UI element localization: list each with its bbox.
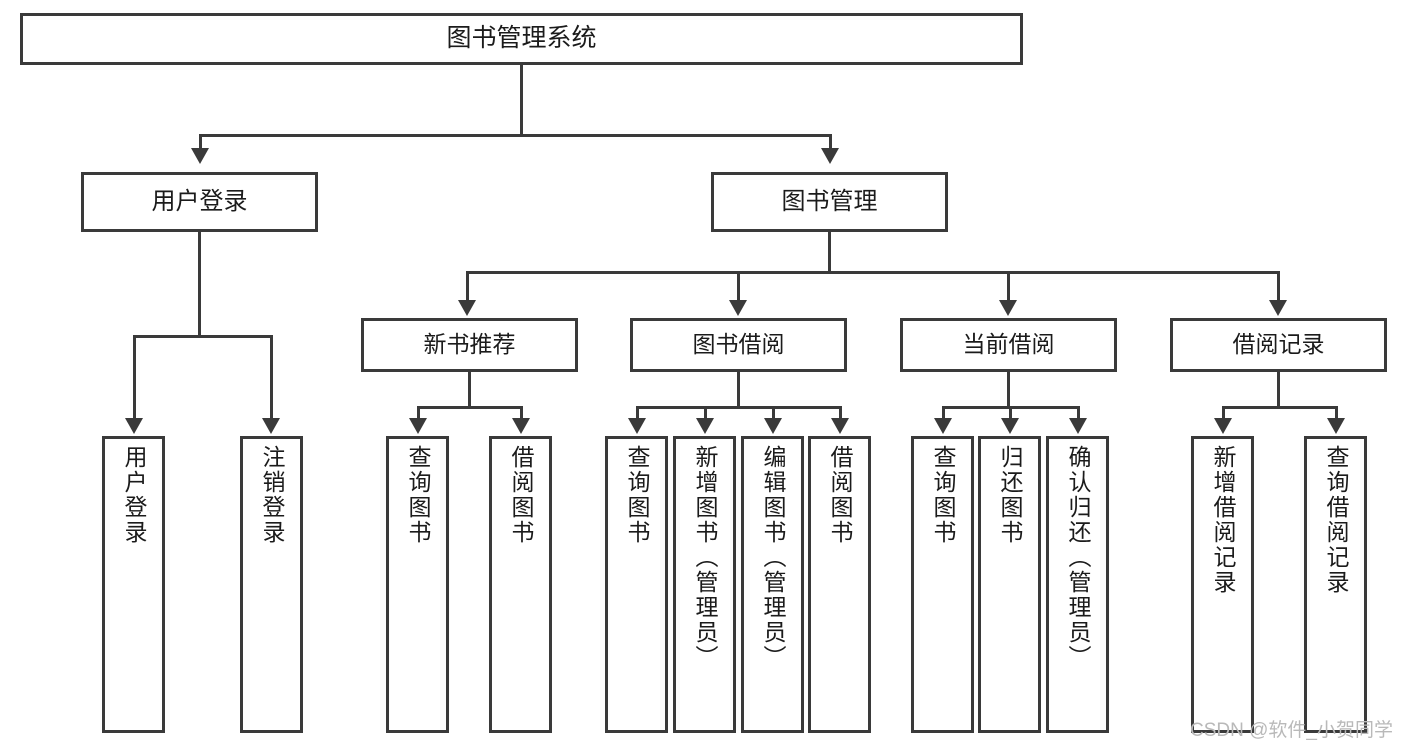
leaf-book-borrow-borrow-book[interactable]: 借阅图书 bbox=[808, 436, 871, 733]
arrowhead-bb-leaf-4 bbox=[831, 418, 849, 434]
arrowhead-root-to-book-management bbox=[821, 148, 839, 164]
connector-cb-leaf-1 bbox=[942, 406, 945, 420]
connector-current-borrow-stem bbox=[1007, 372, 1010, 406]
leaf-new-book-query-book[interactable]: 查询图书 bbox=[386, 436, 449, 733]
connector-root-to-book-management bbox=[829, 134, 832, 151]
arrowhead-root-to-user-login bbox=[191, 148, 209, 164]
node-borrow-record[interactable]: 借阅记录 bbox=[1170, 318, 1387, 372]
node-label: 新增图书（管理员） bbox=[692, 445, 718, 670]
connector-book-management-bus bbox=[466, 271, 1280, 274]
leaf-new-book-borrow-book[interactable]: 借阅图书 bbox=[489, 436, 552, 733]
arrowhead-bb-leaf-1 bbox=[628, 418, 646, 434]
connector-borrow-record-stem bbox=[1277, 372, 1280, 406]
connector-user-login-stem bbox=[198, 232, 201, 335]
arrowhead-book-borrow bbox=[729, 300, 747, 316]
node-book-borrow[interactable]: 图书借阅 bbox=[630, 318, 847, 372]
arrowhead-borrow-record bbox=[1269, 300, 1287, 316]
node-new-book-recommend[interactable]: 新书推荐 bbox=[361, 318, 578, 372]
node-label: 当前借阅 bbox=[962, 331, 1055, 358]
connector-root-bus bbox=[199, 134, 831, 137]
arrowhead-bb-leaf-3 bbox=[764, 418, 782, 434]
connector-nbr-leaf-1 bbox=[417, 406, 420, 420]
node-current-borrow[interactable]: 当前借阅 bbox=[900, 318, 1117, 372]
arrowhead-nbr-leaf-1 bbox=[409, 418, 427, 434]
leaf-user-login-login[interactable]: 用户登录 bbox=[102, 436, 165, 733]
connector-bb-leaf-2 bbox=[704, 406, 707, 420]
connector-user-login-bus bbox=[133, 335, 273, 338]
leaf-book-borrow-edit-book-admin[interactable]: 编辑图书（管理员） bbox=[741, 436, 804, 733]
arrowhead-user-login-leaf-2 bbox=[262, 418, 280, 434]
node-label: 用户登录 bbox=[151, 187, 248, 215]
connector-to-current-borrow bbox=[1007, 271, 1010, 302]
connector-new-book-recommend-stem bbox=[468, 372, 471, 406]
node-label: 图书管理系统 bbox=[446, 24, 597, 53]
node-root-book-management-system[interactable]: 图书管理系统 bbox=[20, 13, 1023, 65]
connector-book-management-stem bbox=[828, 232, 831, 271]
connector-to-new-book-recommend bbox=[466, 271, 469, 302]
arrowhead-nbr-leaf-2 bbox=[512, 418, 530, 434]
leaf-current-borrow-confirm-return-admin[interactable]: 确认归还（管理员） bbox=[1046, 436, 1109, 733]
connector-nbr-leaf-2 bbox=[520, 406, 523, 420]
connector-to-book-borrow bbox=[737, 271, 740, 302]
leaf-borrow-record-query-record[interactable]: 查询借阅记录 bbox=[1304, 436, 1367, 733]
arrowhead-cb-leaf-3 bbox=[1069, 418, 1087, 434]
node-user-login[interactable]: 用户登录 bbox=[81, 172, 318, 232]
arrowhead-current-borrow bbox=[999, 300, 1017, 316]
connector-user-login-to-leaf-1 bbox=[133, 335, 136, 420]
arrowhead-cb-leaf-2 bbox=[1001, 418, 1019, 434]
node-label: 借阅记录 bbox=[1232, 331, 1325, 358]
connector-cb-leaf-2 bbox=[1009, 406, 1012, 420]
arrowhead-br-leaf-1 bbox=[1214, 418, 1232, 434]
arrowhead-bb-leaf-2 bbox=[696, 418, 714, 434]
node-label: 新增借阅记录 bbox=[1210, 445, 1236, 595]
csdn-watermark: CSDN @软件_小贺同学 bbox=[1190, 720, 1393, 741]
arrowhead-cb-leaf-1 bbox=[934, 418, 952, 434]
node-label: 图书借阅 bbox=[692, 331, 785, 358]
node-label: 确认归还（管理员） bbox=[1065, 445, 1091, 670]
leaf-borrow-record-add-record[interactable]: 新增借阅记录 bbox=[1191, 436, 1254, 733]
node-label: 借阅图书 bbox=[508, 445, 534, 545]
node-label: 图书管理 bbox=[781, 187, 878, 215]
arrowhead-br-leaf-2 bbox=[1327, 418, 1345, 434]
node-label: 归还图书 bbox=[997, 445, 1023, 545]
connector-br-leaf-2 bbox=[1335, 406, 1338, 420]
connector-borrow-record-bus bbox=[1222, 406, 1338, 409]
node-label: 查询借阅记录 bbox=[1323, 445, 1349, 595]
connector-root-to-user-login bbox=[199, 134, 202, 151]
connector-book-borrow-bus bbox=[636, 406, 841, 409]
node-label: 查询图书 bbox=[405, 445, 431, 545]
node-book-management[interactable]: 图书管理 bbox=[711, 172, 948, 232]
node-label: 注销登录 bbox=[259, 445, 285, 545]
node-label: 用户登录 bbox=[121, 445, 147, 545]
leaf-current-borrow-return-book[interactable]: 归还图书 bbox=[978, 436, 1041, 733]
connector-new-book-recommend-bus bbox=[417, 406, 523, 409]
arrowhead-new-book-recommend bbox=[458, 300, 476, 316]
node-label: 查询图书 bbox=[624, 445, 650, 545]
connector-br-leaf-1 bbox=[1222, 406, 1225, 420]
node-label: 借阅图书 bbox=[827, 445, 853, 545]
connector-to-borrow-record bbox=[1277, 271, 1280, 302]
leaf-book-borrow-add-book-admin[interactable]: 新增图书（管理员） bbox=[673, 436, 736, 733]
connector-bb-leaf-4 bbox=[839, 406, 842, 420]
connector-book-borrow-stem bbox=[737, 372, 740, 406]
connector-bb-leaf-1 bbox=[636, 406, 639, 420]
node-label: 查询图书 bbox=[930, 445, 956, 545]
connector-user-login-to-leaf-2 bbox=[270, 335, 273, 420]
node-label: 新书推荐 bbox=[423, 331, 516, 358]
leaf-current-borrow-query-book[interactable]: 查询图书 bbox=[911, 436, 974, 733]
leaf-user-login-logout[interactable]: 注销登录 bbox=[240, 436, 303, 733]
leaf-book-borrow-query-book[interactable]: 查询图书 bbox=[605, 436, 668, 733]
connector-cb-leaf-3 bbox=[1077, 406, 1080, 420]
connector-bb-leaf-3 bbox=[772, 406, 775, 420]
connector-root-stem bbox=[520, 65, 523, 134]
arrowhead-user-login-leaf-1 bbox=[125, 418, 143, 434]
node-label: 编辑图书（管理员） bbox=[760, 445, 786, 670]
